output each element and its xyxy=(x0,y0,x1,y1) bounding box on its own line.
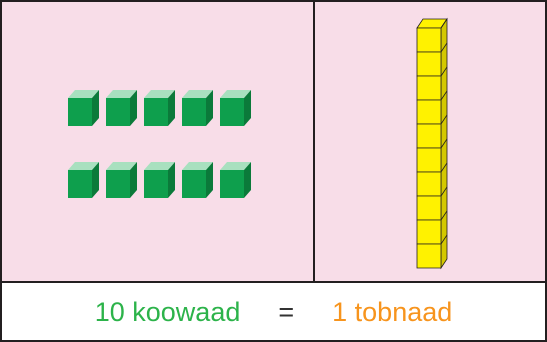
unit-cube-front xyxy=(182,170,206,198)
rod-side-seam xyxy=(440,210,448,221)
unit-cube xyxy=(182,162,213,198)
rod-side-seam xyxy=(440,114,448,125)
ones-caption: 10 koowaad xyxy=(94,296,241,327)
unit-cube xyxy=(144,90,175,126)
rod-side-seam xyxy=(440,138,448,149)
rod-unit xyxy=(416,243,442,269)
unit-cube-side xyxy=(206,90,213,126)
unit-cube-side xyxy=(168,90,175,126)
unit-cube xyxy=(106,162,137,198)
tens-caption: 1 tobnaad xyxy=(332,296,453,327)
rod-unit xyxy=(416,27,442,53)
unit-cube-front xyxy=(220,170,244,198)
rod-side-seam xyxy=(440,162,448,173)
unit-cube-side xyxy=(92,90,99,126)
unit-cube xyxy=(220,162,251,198)
unit-cube-top xyxy=(106,162,137,170)
unit-cube-side xyxy=(244,162,251,198)
unit-cube-side xyxy=(130,162,137,198)
unit-cube-front xyxy=(68,170,92,198)
rod-unit xyxy=(416,147,442,173)
unit-cube-top xyxy=(220,162,251,170)
unit-cube-side xyxy=(92,162,99,198)
unit-cube-front xyxy=(220,98,244,126)
rod-side-seam xyxy=(440,234,448,245)
rod-unit xyxy=(416,171,442,197)
unit-cubes xyxy=(68,90,251,198)
unit-cube xyxy=(144,162,175,198)
unit-cube xyxy=(182,90,213,126)
unit-cube-top xyxy=(144,162,175,170)
unit-cube-front xyxy=(68,98,92,126)
rod-side-seam xyxy=(440,90,448,101)
ones-panel xyxy=(2,2,314,282)
unit-cube-top xyxy=(144,90,175,98)
rod-unit xyxy=(416,123,442,149)
unit-cube-top xyxy=(220,90,251,98)
rod-side-seam xyxy=(440,186,448,197)
unit-cube-front xyxy=(144,170,168,198)
unit-cube xyxy=(68,162,99,198)
rod-side-seam xyxy=(440,42,448,53)
unit-cube-top xyxy=(106,90,137,98)
rod-unit xyxy=(416,75,442,101)
rod-side-seam xyxy=(440,66,448,77)
rod-side-seam xyxy=(440,18,448,29)
unit-cube-front xyxy=(182,98,206,126)
unit-cube-top xyxy=(182,162,213,170)
unit-cube-side xyxy=(130,90,137,126)
equals-sign: = xyxy=(278,296,295,327)
rod-unit xyxy=(416,195,442,221)
unit-cube-front xyxy=(144,98,168,126)
rod-unit xyxy=(416,99,442,125)
caption: 10 koowaad = 1 tobnaad xyxy=(0,284,547,340)
unit-cube-top xyxy=(68,90,99,98)
rod-unit xyxy=(416,51,442,77)
unit-cube-side xyxy=(244,90,251,126)
unit-cube xyxy=(68,90,99,126)
unit-cube-side xyxy=(206,162,213,198)
unit-cube-side xyxy=(168,162,175,198)
unit-cube-top xyxy=(68,162,99,170)
unit-cube-front xyxy=(106,170,130,198)
ten-rod xyxy=(416,17,448,270)
unit-cube xyxy=(106,90,137,126)
caption-panel xyxy=(2,282,545,340)
unit-cube-front xyxy=(106,98,130,126)
rod-unit xyxy=(416,219,442,245)
unit-cube-top xyxy=(182,90,213,98)
unit-cube xyxy=(220,90,251,126)
